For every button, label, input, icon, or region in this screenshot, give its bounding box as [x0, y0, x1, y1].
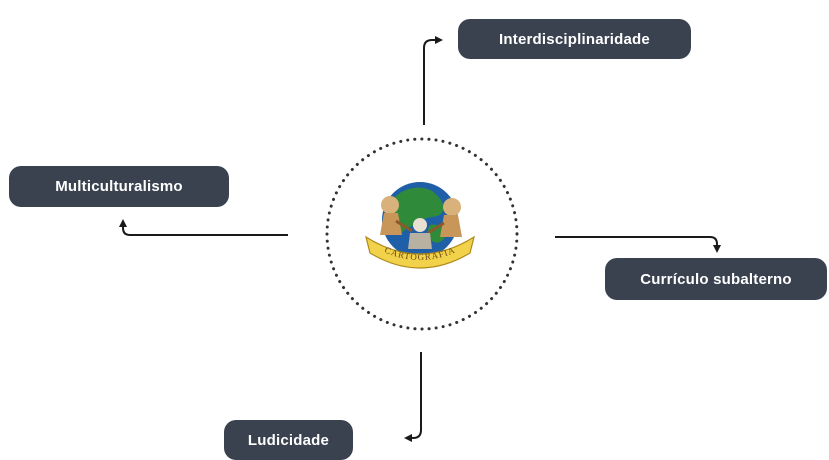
- connector-interdisciplinaridade: [423, 36, 443, 125]
- cartografia-logo: CARTOGRAFIA: [360, 175, 480, 285]
- node-ludicidade[interactable]: Ludicidade: [224, 420, 353, 460]
- node-multiculturalismo[interactable]: Multiculturalismo: [9, 166, 229, 207]
- connector-curriculo: [555, 236, 721, 253]
- node-curriculo-subalterno[interactable]: Currículo subalterno: [605, 258, 827, 300]
- connector-multiculturalismo: [119, 219, 288, 236]
- center-dotted-circle: [325, 137, 519, 331]
- connector-ludicidade: [404, 352, 422, 442]
- cartografia-emblem-icon: CARTOGRAFIA: [365, 182, 475, 269]
- node-interdisciplinaridade[interactable]: Interdisciplinaridade: [458, 19, 691, 59]
